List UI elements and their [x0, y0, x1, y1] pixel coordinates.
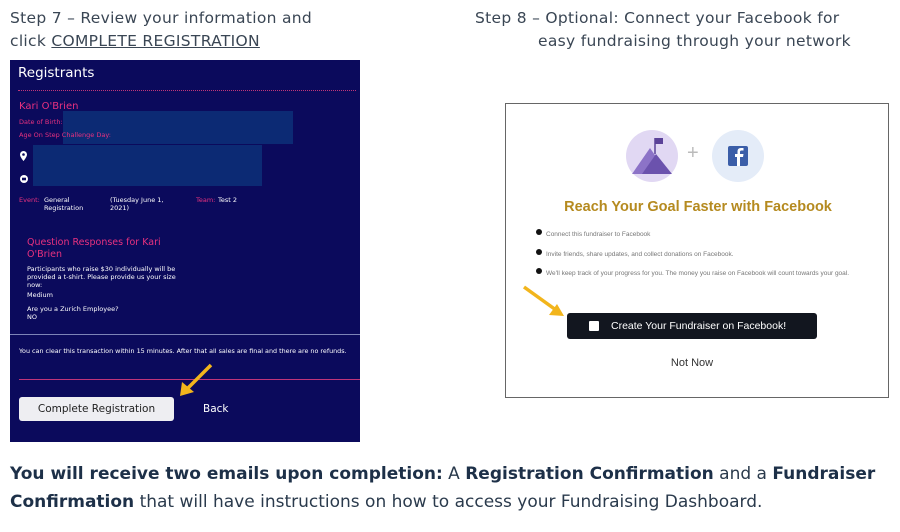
answer-tshirt: Medium	[27, 291, 53, 299]
note-bold: Registration Confirmation	[465, 464, 714, 484]
step7-prefix: click	[10, 32, 52, 50]
create-button-label: Create Your Fundraiser on Facebook!	[611, 320, 787, 332]
step7-heading: Step 7 – Review your information and cli…	[10, 7, 312, 53]
divider	[19, 379, 360, 380]
question-responses-title: Question Responses for Kari O'Brien	[27, 237, 161, 260]
registrant-name: Kari O'Brien	[19, 101, 79, 112]
registrants-panel: Registrants Kari O'Brien Date of Birth: …	[10, 60, 360, 442]
bullet-text: Connect this fundraiser to Facebook	[546, 231, 651, 238]
bullet-item: Connect this fundraiser to Facebook	[536, 229, 866, 239]
email-icon	[20, 175, 28, 183]
step8-heading: Step 8 – Optional: Connect your Facebook…	[475, 7, 885, 53]
age-label: Age On Step Challenge Day:	[19, 131, 111, 139]
mountain-flag-icon	[626, 130, 678, 182]
team-label: Team:	[196, 196, 216, 204]
event-date: (Tuesday June 1, 2021)	[110, 196, 164, 212]
complete-registration-button[interactable]: Complete Registration	[19, 397, 174, 421]
facebook-logo-icon	[712, 130, 764, 182]
not-now-link[interactable]: Not Now	[670, 357, 714, 369]
registrants-title: Registrants	[18, 65, 95, 81]
plus-sign: +	[687, 142, 699, 164]
redacted-block	[63, 111, 293, 144]
note-text: that will have instructions on how to ac…	[134, 492, 763, 512]
step8-line2: easy fundraising through your network	[538, 32, 851, 50]
event-label: Event:	[19, 196, 40, 204]
arrow-annotation-icon	[522, 285, 564, 316]
note-text: and a	[713, 464, 773, 484]
divider	[18, 90, 356, 91]
answer-employee: NO	[27, 313, 37, 321]
team-value: Test 2	[218, 196, 238, 204]
arrow-annotation-icon	[180, 363, 213, 396]
redacted-block	[33, 145, 262, 186]
divider	[10, 334, 360, 335]
step8-line1: Step 8 – Optional: Connect your Facebook…	[475, 9, 840, 27]
facebook-connect-card: + Reach Your Goal Faster with Facebook C…	[505, 103, 889, 398]
facebook-title: Reach Your Goal Faster with Facebook	[564, 199, 832, 215]
location-pin-icon	[20, 151, 27, 161]
bullet-item: Invite friends, share updates, and colle…	[536, 249, 866, 259]
refund-notice: You can clear this transaction within 15…	[19, 347, 347, 355]
dob-label: Date of Birth:	[19, 118, 63, 126]
event-value: General Registration	[44, 196, 84, 212]
note-bold: Fundraiser Confirmation	[10, 464, 876, 512]
bullet-text: Invite friends, share updates, and colle…	[546, 251, 734, 258]
question-employee: Are you a Zurich Employee?	[27, 305, 119, 313]
note-bold: You will receive two emails upon complet…	[10, 464, 443, 484]
step7-line1: Step 7 – Review your information and	[10, 9, 313, 27]
completion-note: You will receive two emails upon complet…	[10, 460, 895, 516]
facebook-f-icon	[589, 321, 599, 331]
complete-registration-ref: COMPLETE REGISTRATION	[51, 32, 260, 50]
note-text: A	[442, 464, 466, 484]
create-fundraiser-facebook-button[interactable]: Create Your Fundraiser on Facebook!	[567, 313, 817, 339]
bullet-text: We'll keep track of your progress for yo…	[546, 270, 850, 277]
bullet-item: We'll keep track of your progress for yo…	[536, 268, 866, 278]
question-tshirt: Participants who raise $30 individually …	[27, 265, 176, 289]
back-button[interactable]: Back	[203, 403, 229, 415]
